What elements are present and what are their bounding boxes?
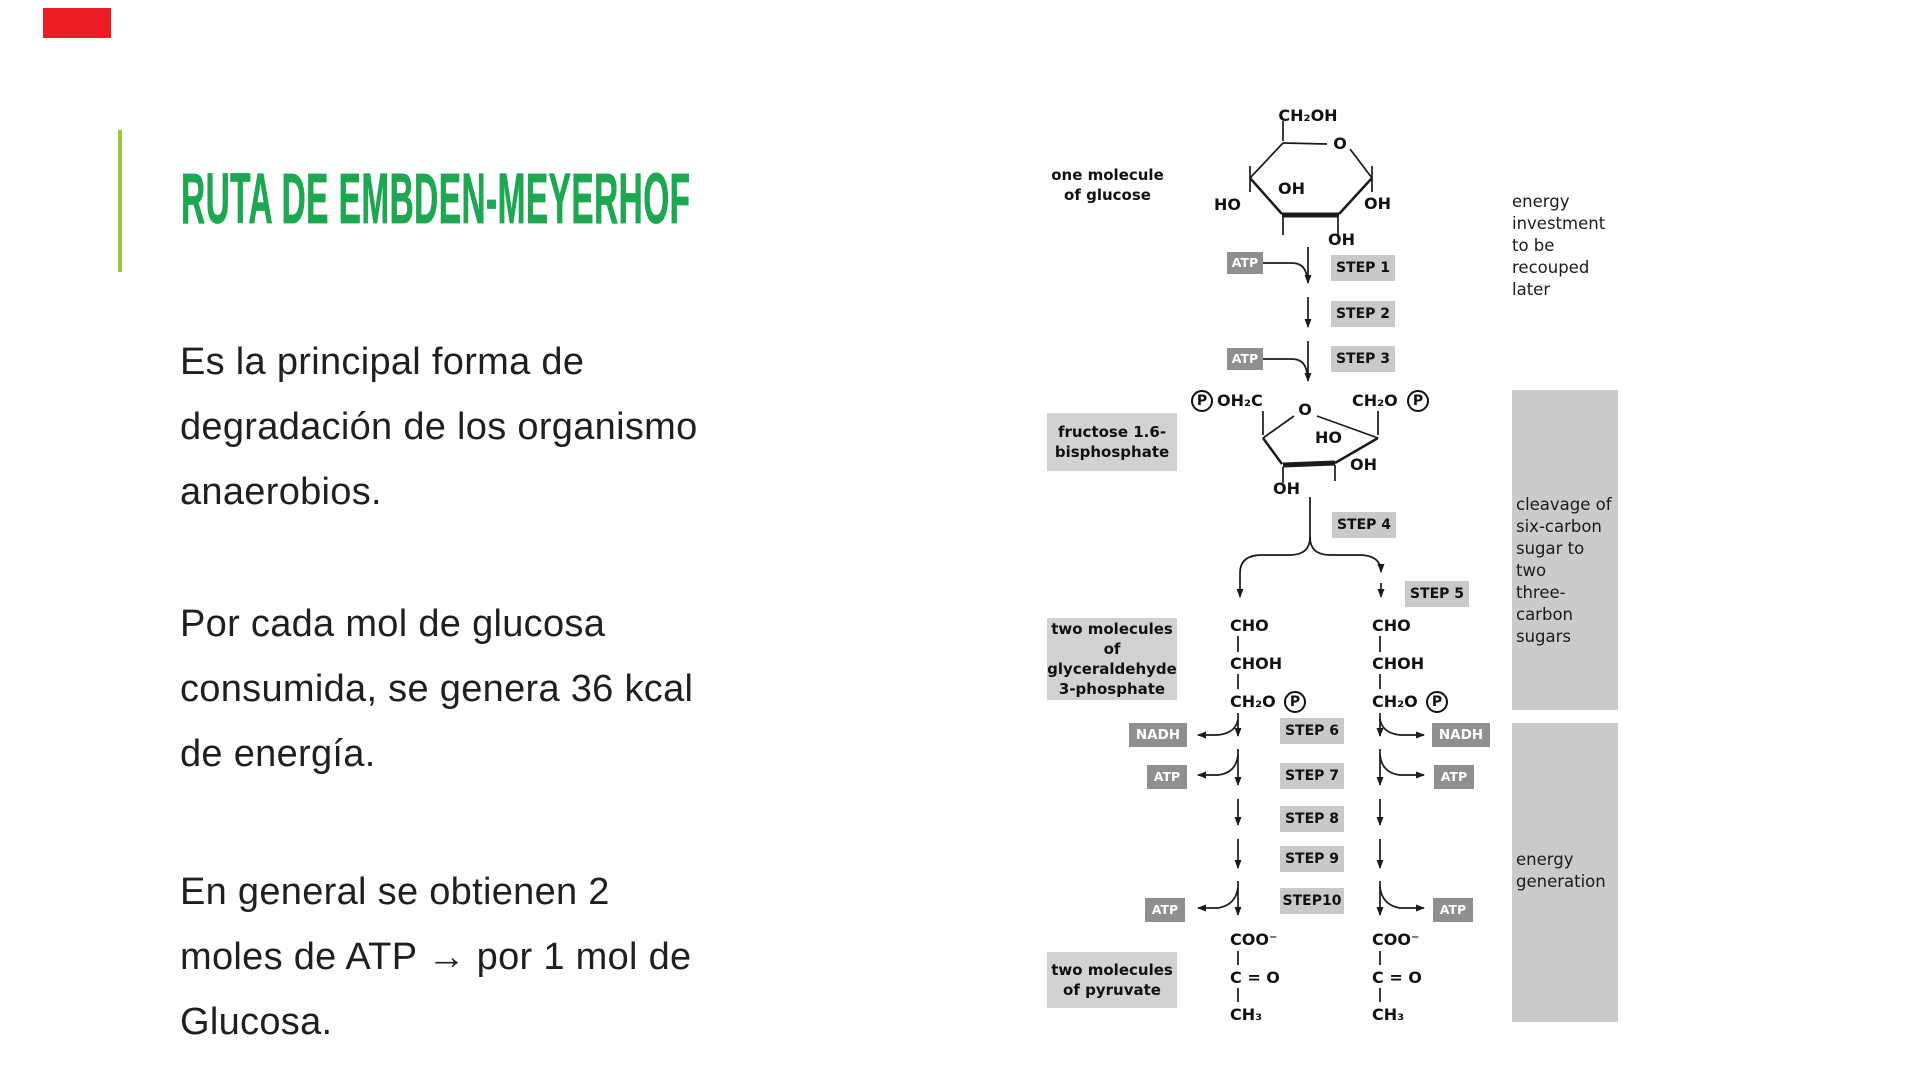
- glucose-oh-bottom: OH: [1328, 230, 1355, 249]
- g3p-left-ch2o: CH₂O: [1230, 692, 1276, 711]
- phosphate-circle-left: P: [1191, 390, 1213, 412]
- fructose-ring-o: O: [1298, 400, 1312, 419]
- step-2-box: STEP 2: [1331, 301, 1395, 327]
- pyruvate-right-coo: COO⁻: [1372, 930, 1420, 949]
- paragraph-atp: En general se obtienen 2 moles de ATP → …: [180, 871, 692, 1043]
- paragraph-energia: Por cada mol de glucosa consumida, se ge…: [180, 603, 694, 775]
- g3p-left-choh: CHOH: [1230, 654, 1283, 673]
- atp-badge-step3: ATP: [1227, 348, 1263, 370]
- cleavage-phase-label: cleavage of six-carbon sugar to two thre…: [1516, 495, 1612, 646]
- nadh-badge-left: NADH: [1129, 723, 1187, 747]
- glucose-oh-inner: OH: [1278, 179, 1305, 198]
- glycolysis-pathway-diagram: one molecule of glucose CH₂OH O OH HO OH…: [1030, 85, 1630, 1045]
- pyruvate-right-co: C = O: [1372, 968, 1422, 987]
- title-accent-line: [118, 130, 122, 272]
- glucose-ring-o: O: [1333, 134, 1347, 153]
- step-8-box: STEP 8: [1280, 806, 1344, 832]
- red-corner-bar: [43, 8, 111, 38]
- glucose-oh-right: OH: [1364, 194, 1391, 213]
- g3p-right-ch2o: CH₂O: [1372, 692, 1418, 711]
- energy-investment-note: energy investment to be recouped later: [1512, 192, 1606, 299]
- glucose-ho: HO: [1214, 195, 1241, 214]
- pyruvate-left-ch3: CH₃: [1230, 1005, 1263, 1024]
- glucose-label: one molecule of glucose: [1051, 166, 1164, 204]
- pathway-lines: [1197, 121, 1425, 1002]
- step-6-box: STEP 6: [1280, 718, 1344, 744]
- cleavage-phase-bar: cleavage of six-carbon sugar to two thre…: [1512, 390, 1618, 710]
- g3p-left-cho: CHO: [1230, 616, 1269, 635]
- atp-badge-step7-left: ATP: [1147, 765, 1187, 789]
- step-4-box: STEP 4: [1332, 512, 1396, 538]
- pyruvate-right-ch3: CH₃: [1372, 1005, 1405, 1024]
- pyruvate-left-coo: COO⁻: [1230, 930, 1278, 949]
- fructose-ho: HO: [1315, 428, 1342, 447]
- step-10-box: STEP10: [1280, 888, 1344, 914]
- step-5-box: STEP 5: [1405, 581, 1469, 607]
- step-9-box: STEP 9: [1280, 846, 1344, 872]
- fructose-ch2o: CH₂O: [1352, 391, 1398, 410]
- g3p-left-phosphate-circle: P: [1284, 691, 1306, 713]
- fructose-oh-right: OH: [1350, 455, 1377, 474]
- glucose-ch2oh: CH₂OH: [1278, 106, 1338, 125]
- atp-badge-step7-right: ATP: [1434, 765, 1474, 789]
- energy-generation-label: energy generation: [1516, 850, 1606, 891]
- pyruvate-label: two molecules of pyruvate: [1047, 952, 1177, 1008]
- step-3-box: STEP 3: [1331, 346, 1395, 372]
- atp-badge-step10-right: ATP: [1433, 898, 1473, 922]
- fructose-bisphosphate-label: fructose 1.6- bisphosphate: [1047, 413, 1177, 471]
- fructose-oh2c: OH₂C: [1217, 391, 1263, 410]
- pyruvate-left-co: C = O: [1230, 968, 1280, 987]
- nadh-badge-right: NADH: [1432, 723, 1490, 747]
- fructose-oh-bottom: OH: [1273, 479, 1300, 498]
- g3p-right-cho: CHO: [1372, 616, 1411, 635]
- step-1-box: STEP 1: [1331, 255, 1395, 281]
- atp-badge-step1: ATP: [1227, 252, 1263, 274]
- atp-badge-step10-left: ATP: [1145, 898, 1185, 922]
- g3p-right-phosphate-circle: P: [1426, 691, 1448, 713]
- g3p-right-choh: CHOH: [1372, 654, 1425, 673]
- energy-generation-bar: energy generation: [1512, 723, 1618, 1022]
- g3p-label: two molecules of glyceraldehyde 3-phosph…: [1047, 618, 1177, 700]
- paragraph-anaerobios: Es la principal forma de degradación de …: [180, 341, 698, 513]
- step-7-box: STEP 7: [1280, 763, 1344, 789]
- page-title: RUTA DE EMBDEN-MEYERHOF: [181, 160, 691, 239]
- phosphate-circle-right: P: [1407, 390, 1429, 412]
